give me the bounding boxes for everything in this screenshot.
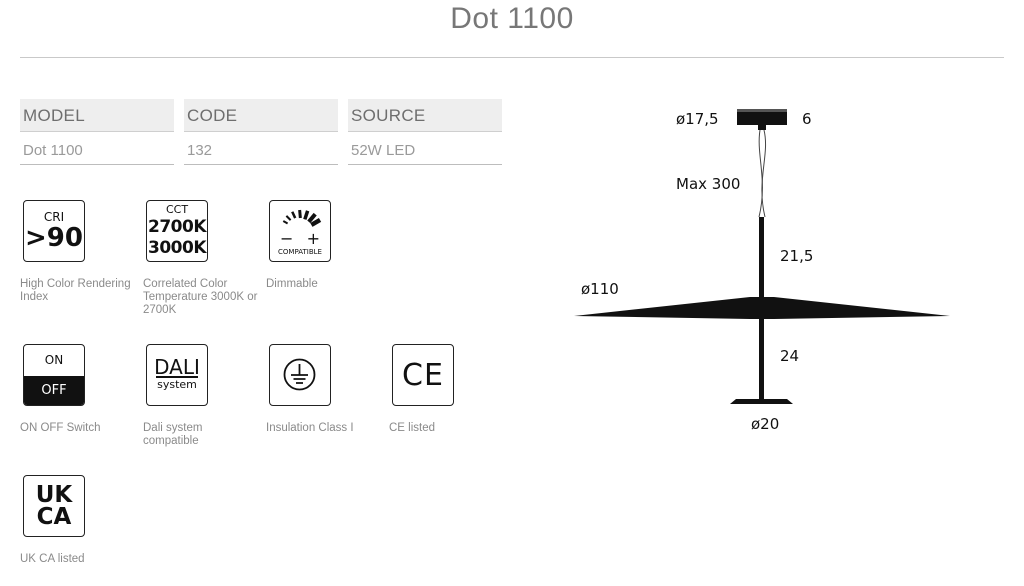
ce-icon-text: CE <box>402 358 444 393</box>
cri-icon-text: CRI <box>43 210 65 224</box>
technical-drawing: ø17,5 6 Max 300 21,5 ø110 24 ø20 <box>560 95 980 440</box>
feature-onoff: ON OFF ON OFF Switch <box>20 344 138 435</box>
dimmer-plus-icon: + <box>306 229 320 248</box>
ce-label: CE listed <box>389 422 436 434</box>
cct-icon-text: CCT <box>165 203 189 216</box>
dali-icon-divider <box>156 376 198 378</box>
dim-canopy-diameter: ø17,5 <box>676 110 719 128</box>
page-title: Dot 1100 <box>450 2 574 35</box>
dali-icon: DALI system <box>146 344 208 406</box>
feature-cct: CCT 2700K 3000K Correlated Color Tempera… <box>143 200 261 317</box>
spec-source: SOURCE 52W LED <box>348 99 502 165</box>
dim-lower-stem: 24 <box>780 347 800 365</box>
spec-code-label: CODE <box>184 99 338 132</box>
ukca-mark-icon: UK CA <box>23 475 85 537</box>
dimmer-arc-icon <box>282 209 322 227</box>
dim-canopy-height: 6 <box>802 110 812 128</box>
dim-upper-stem: 21,5 <box>780 247 814 265</box>
ukca-label: UK CA listed <box>20 553 85 565</box>
spec-model: MODEL Dot 1100 <box>20 99 174 165</box>
insulation-label: Insulation Class I <box>266 422 354 434</box>
earth-ground-icon <box>269 344 331 406</box>
spec-code: CODE 132 <box>184 99 338 165</box>
feature-insulation: Insulation Class I <box>266 344 384 435</box>
cct-icon-value-2: 3000K <box>148 238 207 258</box>
title-divider <box>20 57 1004 58</box>
feature-ukca: UK CA UK CA listed <box>20 475 138 566</box>
cct-icon: CCT 2700K 3000K <box>146 200 208 262</box>
cri-icon: CRI >90 <box>23 200 85 262</box>
cri-label: High Color Rendering Index <box>20 278 131 303</box>
onoff-icon-on: ON <box>44 353 64 367</box>
spec-model-label: MODEL <box>20 99 174 132</box>
dali-icon-text: DALI <box>154 355 200 379</box>
cri-icon-value: >90 <box>25 223 83 253</box>
onoff-label: ON OFF Switch <box>20 422 101 434</box>
dimmable-label: Dimmable <box>266 278 318 290</box>
spec-model-value: Dot 1100 <box>20 132 174 165</box>
dim-cable-length: Max 300 <box>676 175 741 193</box>
feature-dali: DALI system Dali system compatible <box>143 344 261 448</box>
dim-shade-diameter: ø110 <box>581 280 619 298</box>
lamp-silhouette <box>574 109 950 404</box>
ukca-icon-line-2: CA <box>36 504 72 530</box>
ce-mark-icon: CE <box>392 344 454 406</box>
cct-label: Correlated Color Temperature 3000K or 27… <box>143 278 258 316</box>
dimmer-icon: − + COMPATIBLE <box>269 200 331 262</box>
earth-symbol-icon <box>283 358 316 391</box>
dimmer-minus-icon: − <box>280 229 294 248</box>
feature-dimmable: − + COMPATIBLE Dimmable <box>266 200 384 291</box>
dimmer-icon-caption: COMPATIBLE <box>278 248 322 256</box>
ukca-icon-line-1: UK <box>35 482 73 508</box>
onoff-icon-off: OFF <box>24 376 84 405</box>
dim-base-diameter: ø20 <box>751 415 780 433</box>
onoff-switch-icon: ON OFF <box>23 344 85 406</box>
cct-icon-value-1: 2700K <box>148 217 207 237</box>
spec-code-value: 132 <box>184 132 338 165</box>
feature-cri: CRI >90 High Color Rendering Index <box>20 200 138 304</box>
dali-label: Dali system compatible <box>143 422 203 447</box>
spec-source-label: SOURCE <box>348 99 502 132</box>
feature-ce: CE CE listed <box>389 344 507 435</box>
dali-icon-subtext: system <box>157 378 197 391</box>
spec-source-value: 52W LED <box>348 132 502 165</box>
